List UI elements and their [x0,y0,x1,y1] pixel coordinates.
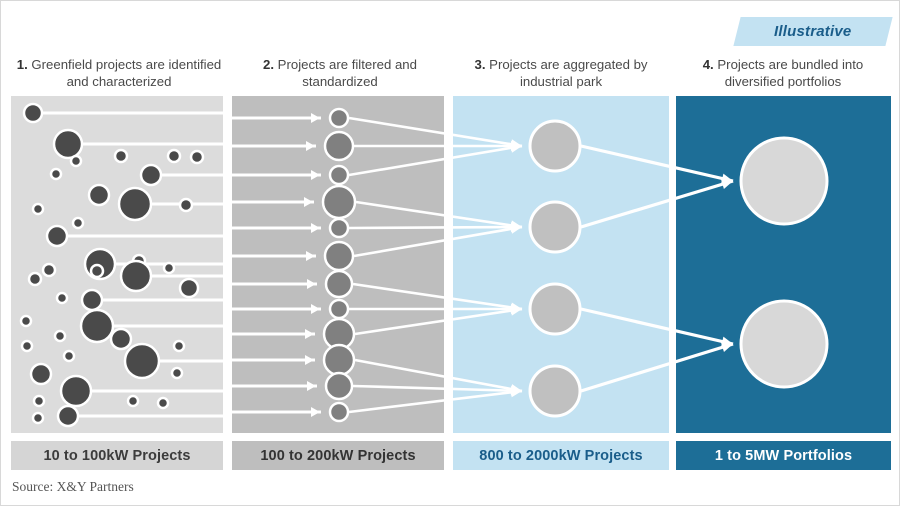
step-text-1: Greenfield projects are identified and c… [27,57,222,89]
step-number-3: 3. [474,57,486,72]
step-number-1: 1. [16,57,28,72]
panel-greenfield-projects [11,96,223,433]
illustrative-badge-label: Illustrative [774,23,852,40]
category-label-3: 800 to 2000kW Projects [453,441,669,470]
category-label-1: 10 to 100kW Projects [11,441,223,470]
step-text-2: Projects are filtered and standardized [274,57,417,89]
step-heading-2: 2. Projects are filtered and standardize… [232,57,448,90]
source-note: Source: X&Y Partners [12,479,134,494]
step-number-2: 2. [263,57,275,72]
step-number-4: 4. [702,57,714,72]
step-text-3: Projects are aggregated by industrial pa… [485,57,648,89]
filtered-nodes [232,107,357,423]
park-nodes [528,119,582,418]
category-label-4: 1 to 5MW Portfolios [676,441,891,470]
greenfield-scatter [19,102,223,428]
step-text-4: Projects are bundled into diversified po… [713,57,864,89]
category-label-2: 100 to 200kW Projects [232,441,444,470]
portfolio-nodes [739,136,829,389]
step-heading-3: 3. Projects are aggregated by industrial… [453,57,669,90]
panel-filtered-projects [232,96,444,433]
step-heading-1: 1. Greenfield projects are identified an… [11,57,227,90]
panel-aggregated-parks [453,96,669,433]
panel-portfolios [676,96,891,433]
step-heading-4: 4. Projects are bundled into diversified… [675,57,891,90]
illustrative-badge: Illustrative [733,17,893,46]
